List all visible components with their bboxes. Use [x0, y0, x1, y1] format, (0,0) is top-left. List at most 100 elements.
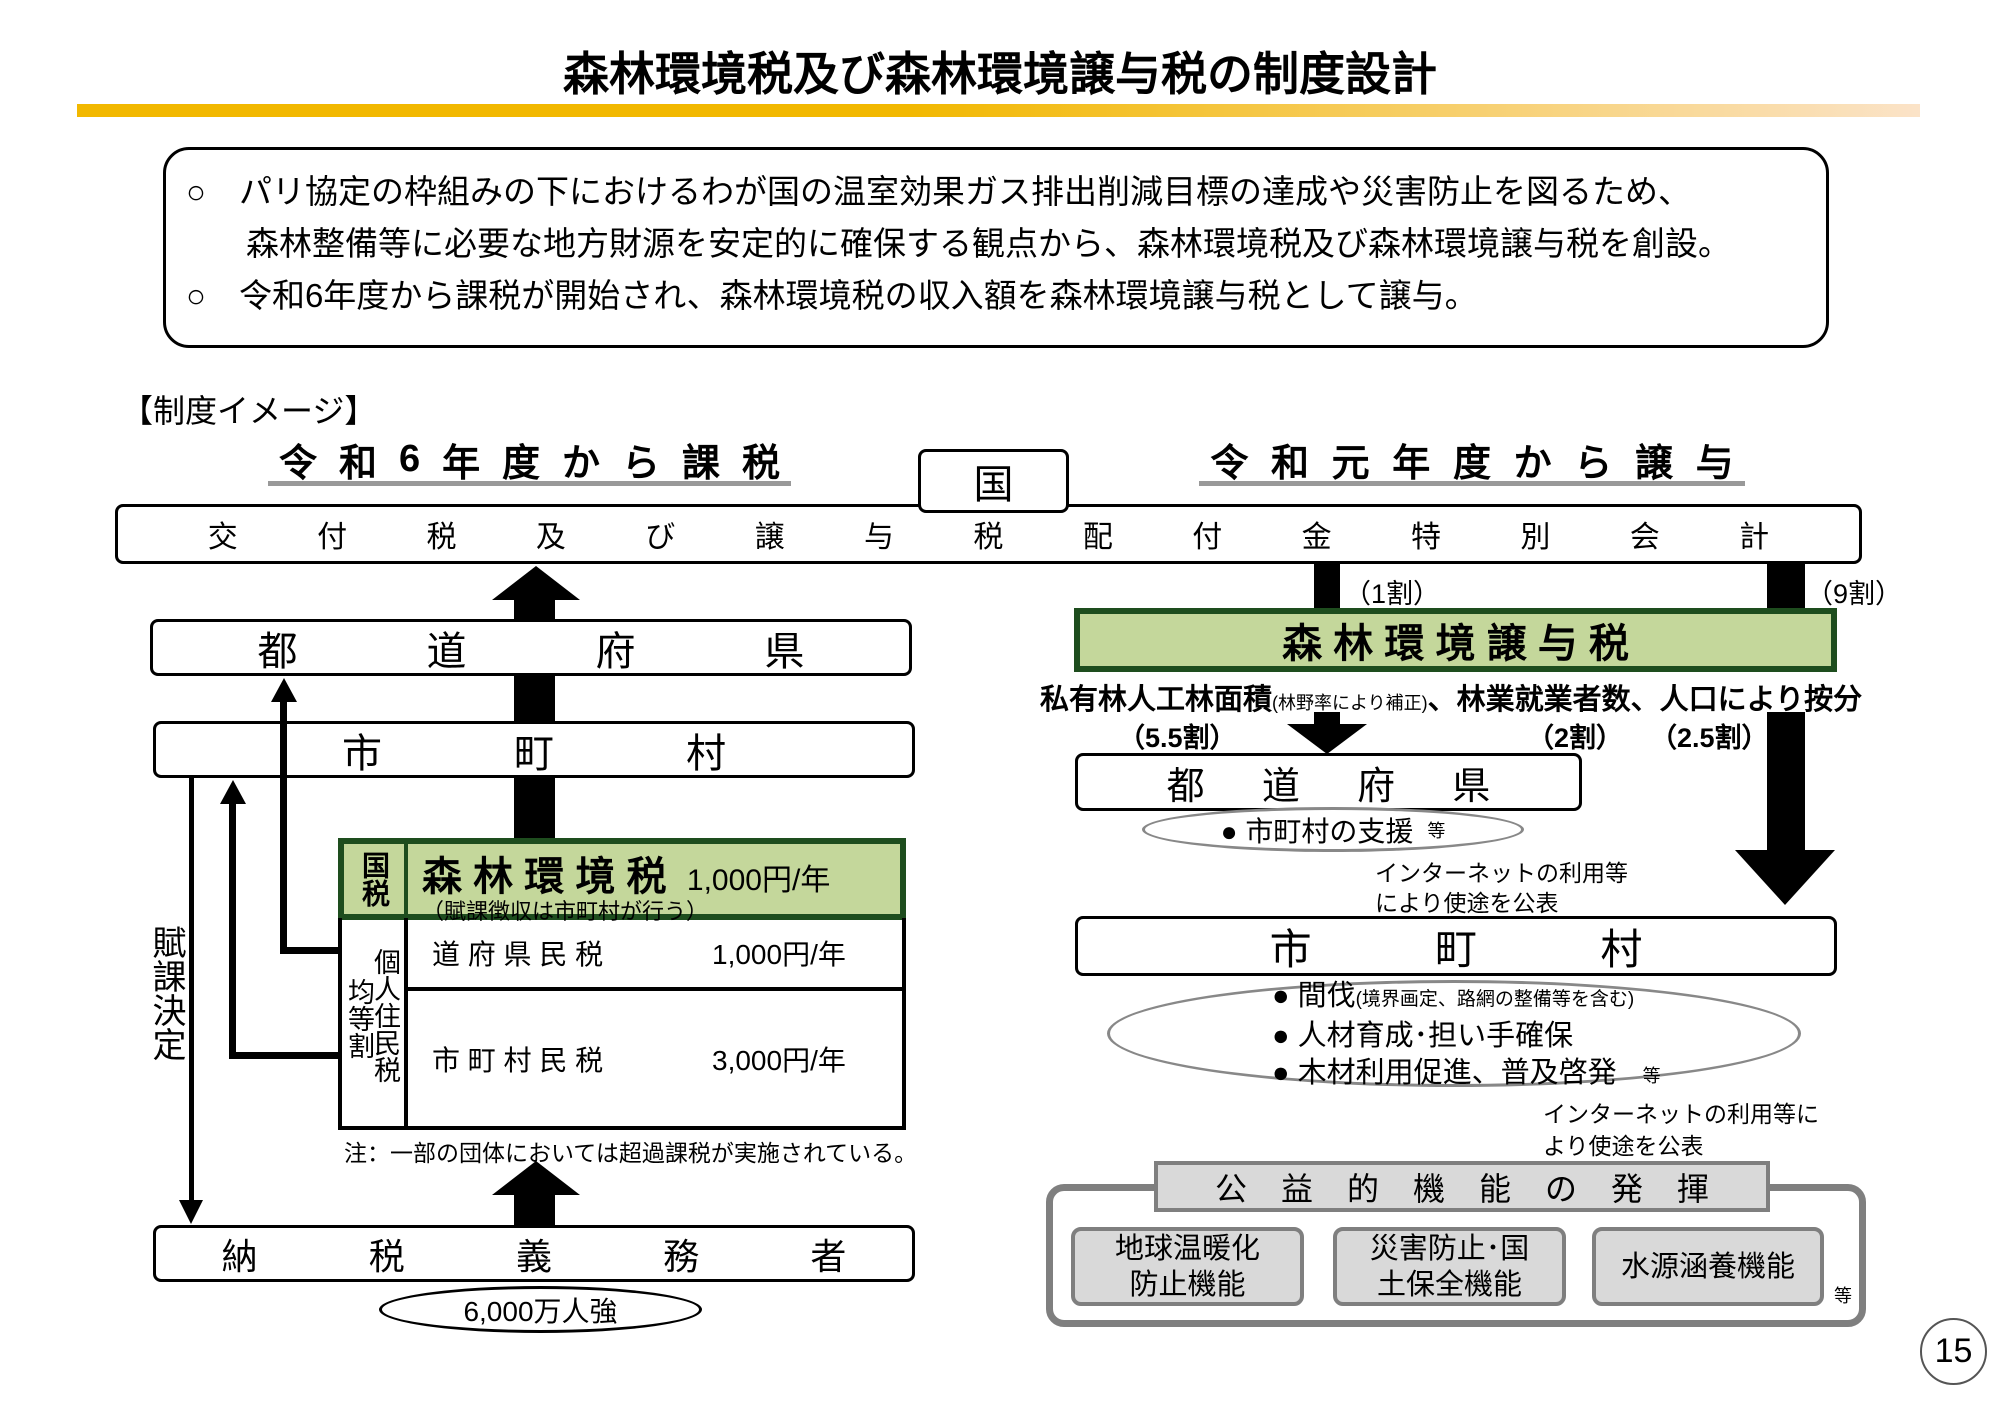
pref-use-ellipse: ● 市町村の支援等 [1142, 807, 1524, 852]
resident-tax-table: 個人住民税 均等割 道 府 県 民 税 1,000円/年 市 町 村 民 税 3… [338, 918, 906, 1130]
bullet-icon: ○ [186, 277, 206, 314]
benefit-header-char: 公 [1214, 1170, 1247, 1207]
allocation-area-note: (林野率により補正) [1272, 693, 1428, 713]
account-char: 特 [1410, 521, 1441, 554]
account-char: 及 [535, 521, 566, 554]
arrow-shaft [1767, 712, 1805, 852]
heading-char: 6 [398, 438, 421, 480]
publish-note-line: インターネットの利用等に [1543, 1101, 1819, 1127]
excess-tax-note: 注：一部の団体においては超過課税が実施されている。 [344, 1140, 918, 1166]
summary-text: パリ協定の枠組みの下におけるわが国の温室効果ガス排出削減目標の達成や災害防止を図… [238, 173, 1691, 210]
municipality-char: 村 [1600, 925, 1643, 973]
national-tax-label: 国税 [344, 844, 408, 914]
prefecture-char: 都 [257, 629, 298, 674]
etc-label: 等 [1834, 1286, 1852, 1306]
publish-note-line: より使途を公表 [1543, 1133, 1704, 1159]
forest-tax-amount: 1,000円/年 [686, 864, 831, 897]
allocation-rest: 、林業就業者数、人口により按分 [1427, 684, 1863, 716]
account-char: 与 [864, 521, 895, 554]
account-char: び [645, 521, 676, 554]
arrow-up-to-account [492, 566, 580, 600]
heading-char: 年 [1392, 443, 1431, 485]
taxpayer-char: 務 [663, 1235, 700, 1277]
municipality-char: 町 [1434, 925, 1477, 973]
account-char: 交 [207, 521, 238, 554]
left-prefecture-box: 都道府県 [150, 619, 912, 676]
heading-char: 譲 [1634, 443, 1673, 485]
share-1-label: （1割） [1344, 579, 1441, 609]
etc-label: 等 [1642, 1066, 1661, 1086]
pref-tax-amount: 1,000円/年 [712, 938, 846, 970]
muni-use-ellipse [1107, 980, 1801, 1087]
heading-char: 年 [442, 443, 481, 485]
heading-char: ら [622, 443, 661, 485]
publish-note-line: により使途を公表 [1375, 890, 1559, 916]
arrow-down-to-prefecture [1287, 724, 1367, 754]
benefit-water-source: 水源涵養機能 [1592, 1227, 1824, 1306]
benefit-header-char: 的 [1346, 1170, 1379, 1207]
heading-char: 税 [741, 443, 780, 485]
muni-use-text: ● 間伐 [1272, 980, 1356, 1012]
arrow-up-from-taxpayers [492, 1161, 580, 1195]
heading-char: か [1513, 443, 1552, 485]
forest-tax-content: 森 林 環 境 税 1,000円/年 （賦課徴収は市町村が行う） [408, 844, 831, 923]
account-char: 付 [1192, 521, 1223, 554]
muni-use-workforce: ● 人材育成･担い手確保 [1272, 1020, 1574, 1052]
share-9-bar [1767, 564, 1805, 610]
municipality-char: 市 [342, 731, 382, 776]
taxpayer-count: 6,000万人強 [463, 1295, 618, 1327]
publish-note-1: インターネットの利用等 により使途を公表 [1375, 858, 1628, 918]
account-char: 付 [317, 521, 348, 554]
account-char: 会 [1629, 521, 1660, 554]
muni-use-text: ● 木材利用促進、普及啓発 [1272, 1057, 1617, 1089]
pref-tax-line [280, 947, 338, 954]
resident-tax-label: 個人住民税 [370, 948, 400, 1083]
taxpayer-char: 義 [515, 1235, 552, 1277]
benefits-header: 公益的機能の発揮 [1154, 1161, 1770, 1212]
arrow-shaft [1314, 712, 1340, 726]
publish-note-2: インターネットの利用等に より使途を公表 [1543, 1098, 1819, 1162]
levy-decision-label: 賦課決定 [147, 925, 185, 1061]
heading-char: 与 [1695, 443, 1734, 485]
benefit-header-char: 益 [1280, 1170, 1313, 1207]
taxpayer-char: 納 [221, 1235, 258, 1277]
account-char: 税 [426, 521, 457, 554]
muni-tax-label: 市 町 村 民 税 [432, 1044, 604, 1076]
summary-line-2: ○ 令和6年度から課税が開始され、森林環境税の収入額を森林環境譲与税として譲与。 [186, 270, 1826, 322]
prefecture-char: 道 [426, 629, 467, 674]
prefecture-char: 道 [1261, 765, 1300, 808]
heading-char: 和 [1270, 443, 1309, 485]
municipality-char: 町 [514, 731, 554, 776]
prefecture-char: 県 [1452, 765, 1491, 808]
transfer-tax-box: 森 林 環 境 譲 与 税 [1074, 608, 1837, 672]
connector-bar [514, 676, 555, 721]
taxpayer-char: 税 [368, 1235, 405, 1277]
publish-note-line: インターネットの利用等 [1375, 860, 1628, 886]
bullet-icon: ○ [186, 173, 206, 210]
pref-tax-line [280, 700, 287, 954]
ratio-population: （2.5割） [1650, 723, 1769, 753]
prefecture-char: 都 [1166, 765, 1205, 808]
pref-use-item: ● 市町村の支援 [1220, 815, 1414, 847]
prefecture-char: 府 [1357, 765, 1396, 808]
arrow-down-to-municipality [1735, 850, 1835, 905]
allocation-criteria: 私有林人工林面積(林野率により補正)、林業就業者数、人口により按分 [1040, 676, 1862, 718]
section-label: 【制度イメージ】 [121, 393, 377, 429]
arrow-shaft [514, 1193, 555, 1227]
account-char: 別 [1520, 521, 1551, 554]
taxpayers-box: 納税義務者 [153, 1225, 915, 1282]
forest-tax-box: 国税 森 林 環 境 税 1,000円/年 （賦課徴収は市町村が行う） [338, 838, 906, 923]
prefecture-char: 県 [764, 629, 805, 674]
equal-rate-label: 均等割 [344, 978, 374, 1059]
share-1-bar [1314, 564, 1340, 610]
forest-tax-name: 森 林 環 境 税 [422, 855, 667, 899]
muni-use-wood: ● 木材利用促進、普及啓発 等 [1272, 1055, 1661, 1095]
right-prefecture-box: 都道府県 [1075, 753, 1582, 811]
account-char: 計 [1739, 521, 1770, 554]
muni-use-thinning: ● 間伐(境界画定、路網の整備等を含む) [1272, 978, 1661, 1018]
ratio-area: （5.5割） [1118, 723, 1237, 753]
summary-text: 令和6年度から課税が開始され、森林環境税の収入額を森林環境譲与税として譲与。 [238, 277, 1478, 314]
account-char: 税 [973, 521, 1004, 554]
account-char: 配 [1082, 521, 1113, 554]
